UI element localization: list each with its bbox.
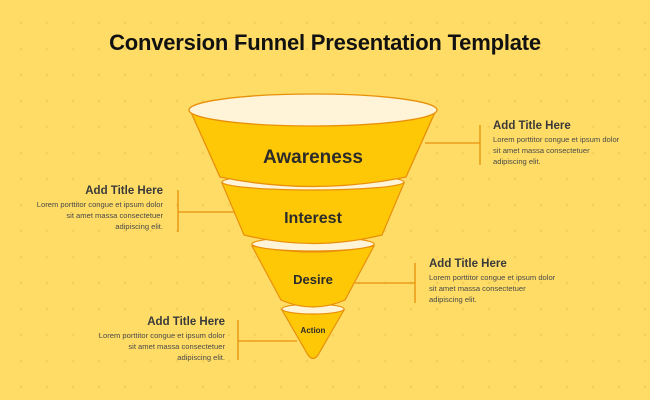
callout-body: Lorem porttitor congue et ipsum dolor si… [429, 273, 556, 304]
callout-action: Add Title Here Lorem porttitor congue et… [95, 316, 225, 363]
callout-awareness: Add Title Here Lorem porttitor congue et… [493, 120, 623, 167]
connector-lines [177, 125, 481, 360]
callout-interest: Add Title Here Lorem porttitor congue et… [33, 185, 163, 232]
callout-title: Add Title Here [147, 316, 225, 328]
stage-label-action: Action [300, 326, 326, 335]
callout-desire: Add Title Here Lorem porttitor congue et… [429, 258, 559, 305]
callout-title: Add Title Here [429, 258, 507, 270]
callout-body: Lorem porttitor congue et ipsum dolor si… [493, 135, 620, 166]
stage-label-awareness: Awareness [263, 147, 363, 168]
stage-awareness-shape [188, 93, 438, 188]
stage-label-desire: Desire [293, 272, 333, 287]
stage-action-shape [280, 303, 346, 360]
page-title: Conversion Funnel Presentation Template [109, 30, 541, 55]
callout-title: Add Title Here [85, 185, 163, 197]
stage-label-interest: Interest [284, 210, 342, 227]
callout-title: Add Title Here [493, 120, 571, 132]
callout-body: Lorem porttitor congue et ipsum dolor si… [98, 331, 225, 362]
callout-body: Lorem porttitor congue et ipsum dolor si… [36, 200, 163, 231]
